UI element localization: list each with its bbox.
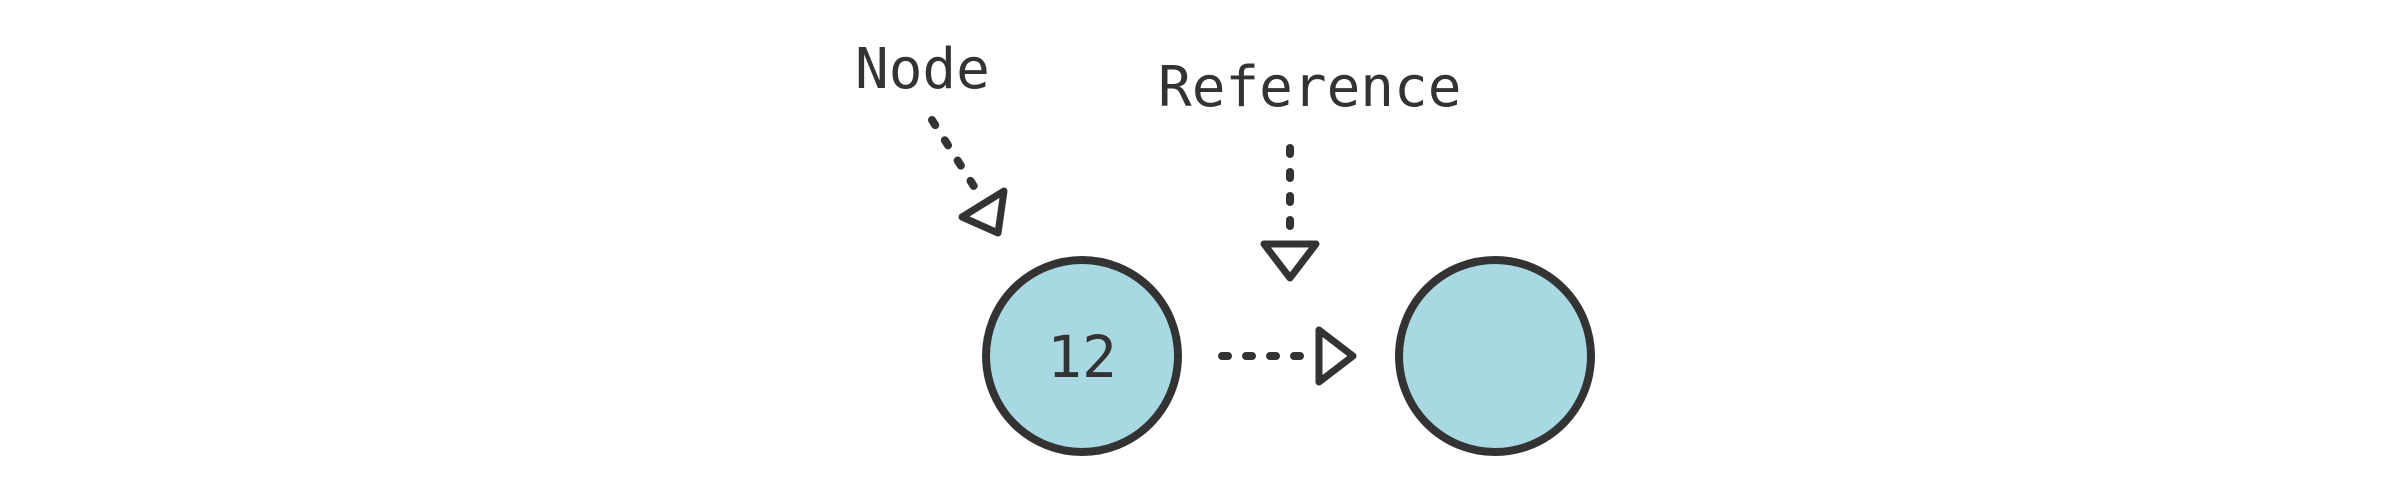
node-circle (982, 256, 1182, 456)
node-label: Node (855, 37, 990, 102)
list-node-1: 12 (982, 256, 1182, 456)
node-value: 12 (1047, 323, 1117, 391)
node-circle (1395, 256, 1595, 456)
node-label-arrow (928, 116, 1008, 237)
reference-label: Reference (1158, 55, 1461, 120)
list-node-2 (1395, 256, 1595, 456)
next-pointer-arrow (1218, 326, 1357, 386)
reference-label-arrow (1260, 144, 1320, 282)
